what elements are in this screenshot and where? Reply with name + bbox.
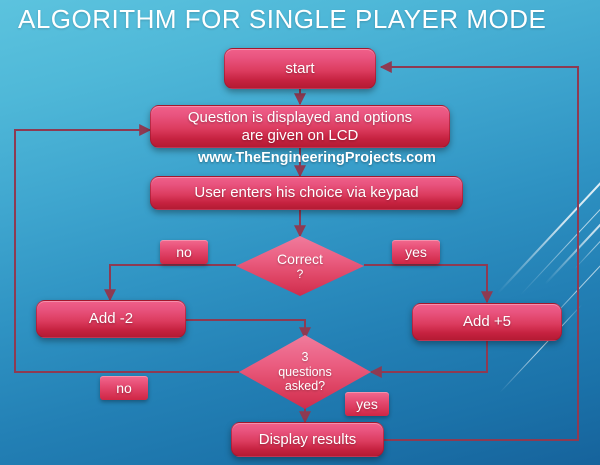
decision-threeq-line1: 3: [301, 349, 309, 364]
edge-label-threeq-yes: yes: [345, 392, 389, 416]
edge-label-correct-yes-text: yes: [405, 244, 427, 260]
watermark: www.TheEngineeringProjects.com: [198, 150, 436, 166]
node-question-line2: are given on LCD: [241, 126, 359, 144]
node-display-results[interactable]: Display results: [231, 422, 384, 457]
node-question-line1: Question is displayed and options: [187, 108, 413, 126]
node-display-label: Display results: [258, 430, 357, 448]
decision-correct[interactable]: Correct ?: [236, 236, 364, 296]
edge-threeq-no-to-question: [14, 124, 239, 373]
edge-label-correct-no-text: no: [176, 244, 192, 260]
node-add-minus2-label: Add -2: [88, 310, 134, 328]
decision-correct-line2: ?: [296, 267, 304, 282]
decision-threeq-line2: questions: [278, 364, 332, 379]
edge-display-to-start: [379, 61, 579, 441]
edge-label-threeq-no-text: no: [116, 380, 132, 396]
node-add-plus-5[interactable]: Add +5: [412, 303, 562, 341]
decision-threeq-label: 3 questions asked?: [278, 350, 332, 394]
edge-correct-yes-to-add-plus5: [364, 264, 493, 304]
node-add-minus-2[interactable]: Add -2: [36, 300, 186, 338]
node-start[interactable]: start: [224, 48, 376, 89]
page-title: ALGORITHM FOR SINGLE PLAYER MODE: [18, 4, 547, 34]
edge-add-plus5-to-threeq: [369, 341, 488, 378]
edge-label-correct-yes: yes: [392, 240, 440, 264]
edge-label-threeq-no: no: [100, 376, 148, 400]
node-question-displayed[interactable]: Question is displayed and options are gi…: [150, 105, 450, 148]
edge-label-threeq-yes-text: yes: [356, 396, 378, 412]
edge-add-minus2-to-threeq: [186, 319, 311, 340]
node-user-enters-choice[interactable]: User enters his choice via keypad: [150, 176, 463, 210]
decision-correct-label: Correct ?: [277, 251, 323, 282]
node-add-plus5-label: Add +5: [463, 313, 511, 331]
edge-correct-no-to-add-minus2: [104, 264, 236, 302]
decision-correct-line1: Correct: [277, 250, 323, 267]
node-start-label: start: [285, 59, 315, 77]
edge-label-correct-no: no: [160, 240, 208, 264]
decision-threeq-line3: asked?: [284, 379, 326, 394]
node-userinput-label: User enters his choice via keypad: [194, 184, 419, 202]
